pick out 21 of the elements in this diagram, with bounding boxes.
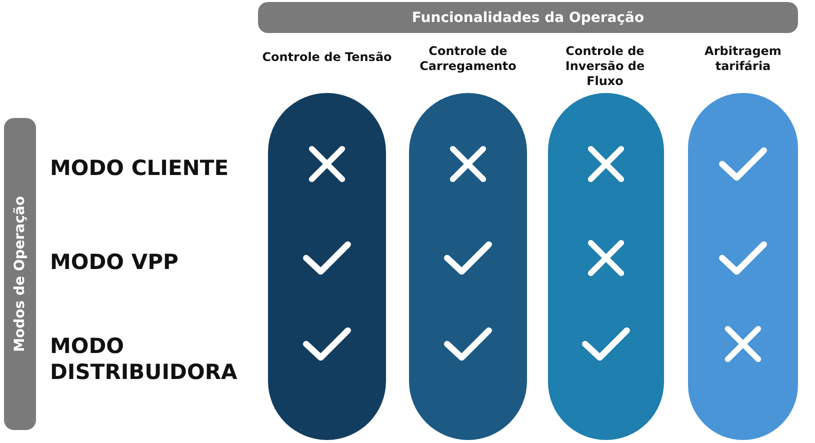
row-heading: MODO DISTRIBUIDORA [50,333,238,385]
header-band: Funcionalidades da Operação [258,2,798,33]
cross-icon [449,145,487,183]
side-band: Modos de Operação [4,118,36,430]
column-heading: Controle de Carregamento [418,44,518,74]
column-heading: Controle de Inversão de Fluxo [564,44,646,89]
check-icon [443,326,493,362]
check-icon [443,240,493,276]
row-heading: MODO VPP [50,249,180,275]
column-heading: Controle de Tensão [262,50,392,65]
cross-icon [587,145,625,183]
cross-icon [724,325,762,363]
check-icon [302,240,352,276]
check-icon [718,146,768,182]
cross-icon [308,145,346,183]
row-heading: MODO CLIENTE [50,155,230,181]
check-icon [718,240,768,276]
check-icon [302,326,352,362]
cross-icon [587,239,625,277]
check-icon [581,326,631,362]
column-heading: Arbitragem tarifária [704,44,782,74]
